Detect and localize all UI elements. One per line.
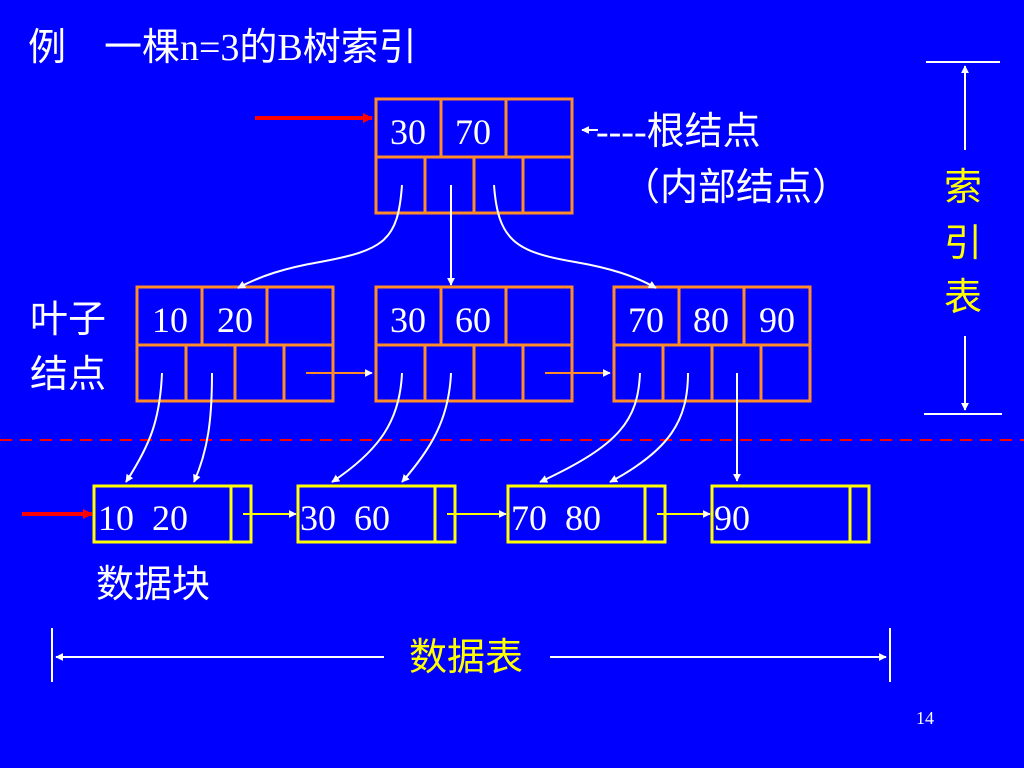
leaf-2-key-1: 30: [390, 300, 426, 340]
leaf-node-2: [374, 285, 574, 403]
root-key-2: 70: [455, 112, 491, 152]
index-label-1: 索: [944, 167, 982, 209]
data-block-4: [710, 484, 871, 544]
data-block-2-text: 30 60: [300, 498, 390, 538]
leaf-node-1: [135, 285, 335, 403]
root-key-1: 30: [390, 112, 426, 152]
pointer-root-leaf-1: [237, 184, 403, 289]
data-table-range: [51, 628, 891, 682]
page-title: 例 一棵n=3的B树索引: [28, 27, 417, 69]
data-table-label: 数据表: [409, 637, 523, 679]
leaf-1-key-1: 10: [152, 300, 188, 340]
leaf-3-key-3: 90: [759, 300, 795, 340]
data-block-4-text: 90: [714, 498, 750, 538]
data-block-label: 数据块: [96, 564, 210, 606]
index-label-2: 引: [944, 223, 982, 265]
data-block-3-text: 70 80: [511, 498, 601, 538]
leaf-3-key-2: 80: [693, 300, 729, 340]
root-label-sub: （内部结点）: [622, 167, 850, 209]
leaf-label-line-2: 结点: [30, 354, 106, 396]
leaf-node-3: [612, 285, 812, 403]
index-table-range: [924, 61, 1002, 415]
leaf-3-key-1: 70: [628, 300, 664, 340]
leaf-1-key-2: 20: [217, 300, 253, 340]
pointer-root-leaf-3: [493, 184, 657, 289]
page-number: 14: [916, 708, 934, 728]
index-label-3: 表: [944, 277, 982, 319]
leaf-to-block-pointers: [125, 372, 741, 483]
root-label: ----根结点: [596, 111, 761, 153]
leaf-label-line-1: 叶子: [30, 299, 106, 341]
leaf-2-key-2: 60: [455, 300, 491, 340]
data-block-1-text: 10 20: [98, 498, 188, 538]
root-to-leaf-pointers: [237, 184, 657, 289]
root-node: [374, 97, 574, 215]
